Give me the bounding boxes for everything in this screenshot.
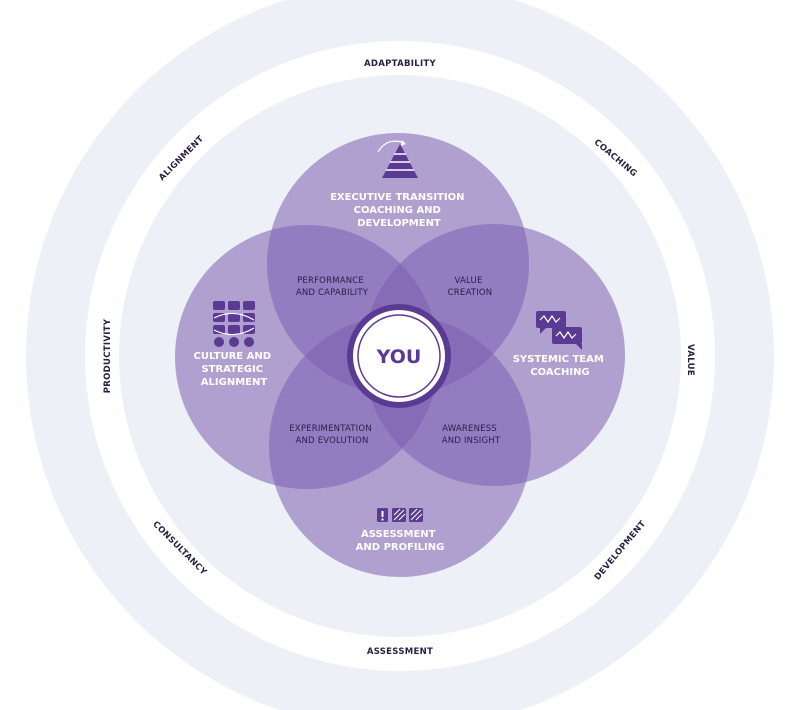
- overlap-top-left-label: PERFORMANCE AND CAPABILITY: [296, 276, 369, 298]
- circle-top-title: EXECUTIVE TRANSITION COACHING AND DEVELO…: [330, 192, 468, 229]
- ring-label-productivity: PRODUCTIVITY: [103, 318, 113, 393]
- chat-bubbles-icon: [536, 311, 582, 350]
- center-label: YOU: [376, 346, 422, 368]
- ring-label-adaptability: ADAPTABILITY: [364, 59, 436, 69]
- overlap-top-right-label: VALUE CREATION: [448, 276, 493, 298]
- ring-label-assessment: ASSESSMENT: [367, 647, 433, 657]
- puzzle-grid-icon: [213, 301, 255, 347]
- circle-right-title: SYSTEMIC TEAM COACHING: [513, 354, 608, 378]
- center-badge: YOU: [347, 304, 451, 408]
- pyramid-icon: [377, 140, 418, 178]
- circle-bottom-title: ASSESSMENT AND PROFILING: [356, 529, 445, 553]
- venn-circles: [175, 133, 625, 577]
- ring-label-value: VALUE: [685, 344, 695, 376]
- overlap-bottom-right-label: AWARENESS AND INSIGHT: [442, 424, 501, 446]
- circle-left-title: CULTURE AND STRATEGIC ALIGNMENT: [193, 351, 274, 388]
- profile-cards-icon: [377, 508, 423, 522]
- circle-bottom: [269, 315, 531, 577]
- overlap-bottom-left-label: EXPERIMENTATION AND EVOLUTION: [289, 424, 375, 446]
